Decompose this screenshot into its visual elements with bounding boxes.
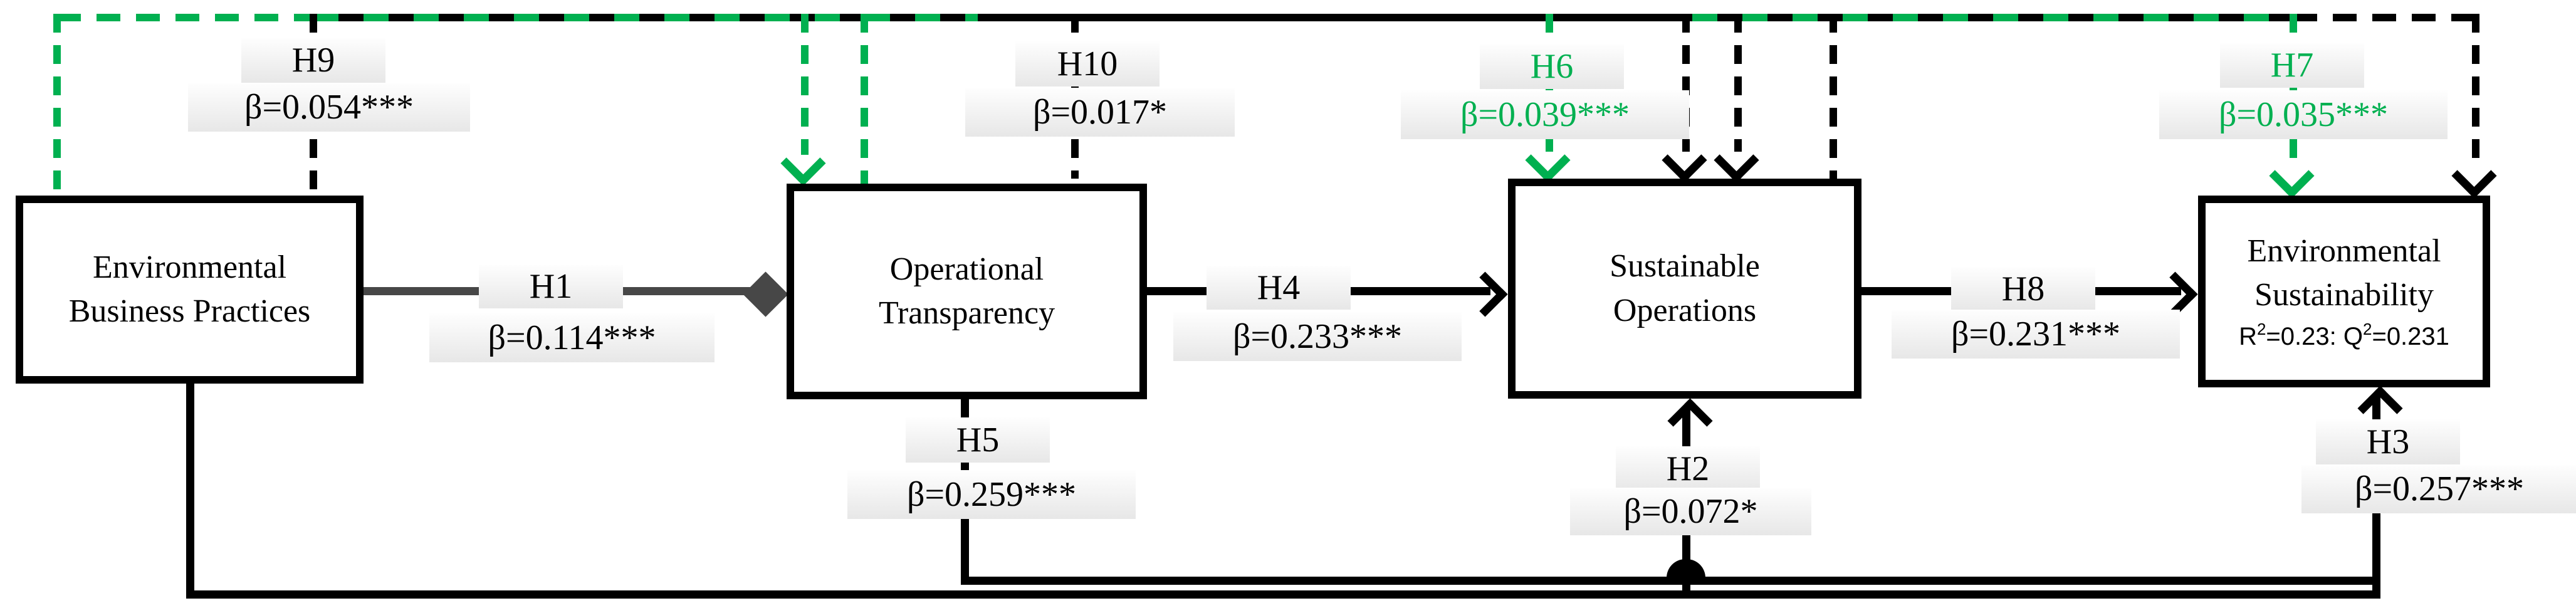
path-h2-label: H2 [1616, 446, 1760, 491]
h4-arrowhead-icon [1462, 271, 1508, 317]
path-h9-label: H9 [241, 38, 385, 83]
so-dashed-source-line [1830, 14, 1837, 179]
path-h4-beta: β=0.233*** [1173, 312, 1462, 361]
r2-q2-statistic: R2=0.23: Q2=0.231 [2239, 319, 2449, 351]
path-h10-beta: β=0.017* [965, 88, 1235, 137]
path-h6-beta: β=0.039*** [1401, 90, 1689, 139]
path-h9-beta: β=0.054*** [188, 83, 470, 132]
h9-green-source-line [53, 14, 61, 196]
path-h8-beta: β=0.231*** [1892, 310, 2180, 359]
line-hop-bump [1667, 559, 1705, 578]
green-dashed-arrow-into-ot [801, 14, 809, 155]
node-title-line: Transparency [878, 295, 1055, 331]
node-title-line: Environmental [2247, 233, 2441, 269]
node-title-line: Sustainability [2254, 277, 2434, 313]
top-dashed-line-mixed-segment [313, 14, 978, 21]
h6-arrowhead-icon [1525, 137, 1571, 183]
node-title-line: Business Practices [68, 293, 311, 329]
path-h6-label: H6 [1480, 44, 1624, 89]
node-box-environmental-business-practices: Environmental Business Practices [16, 196, 364, 384]
path-h3-label: H3 [2316, 419, 2460, 464]
top-dashed-line-green-segment [57, 14, 313, 21]
path-h5-label: H5 [906, 417, 1050, 463]
path-h3-beta: β=0.257*** [2301, 464, 2576, 513]
path-h2-beta: β=0.072* [1570, 488, 1811, 535]
top-dashed-line-dense-segment [978, 14, 1692, 21]
top-dashed-line-mixed-segment [1692, 14, 2293, 21]
black-arrowhead-icon [1714, 137, 1759, 183]
node-box-operational-transparency: Operational Transparency [787, 184, 1147, 399]
path-h10-label: H10 [1015, 41, 1160, 86]
h2-arrowhead-icon [1667, 398, 1713, 444]
bottom-route-line [186, 590, 2380, 599]
black-dashed-arrow-into-so [1734, 14, 1742, 152]
h5-route-line [961, 577, 2372, 585]
path-h7-label: H7 [2220, 43, 2364, 88]
node-title-line: Sustainable [1610, 248, 1760, 285]
node-box-sustainable-operations: Sustainable Operations [1508, 179, 1861, 399]
node-title-line: Operations [1613, 292, 1757, 328]
green-arrowhead-icon [780, 140, 826, 186]
path-h7-beta: β=0.035*** [2159, 90, 2448, 139]
black-arrowhead-icon [2451, 153, 2497, 199]
node-title-line: Operational [889, 251, 1044, 287]
ebp-bottom-stub-line [186, 382, 194, 599]
black-arrowhead-icon [1662, 137, 1707, 183]
path-h5-beta: β=0.259*** [847, 470, 1136, 519]
ot-green-source-line [861, 14, 868, 187]
node-title-line: Environmental [92, 249, 287, 285]
path-h1-beta: β=0.114*** [429, 313, 715, 362]
path-h1-label: H1 [479, 265, 623, 308]
path-h8-label: H8 [1951, 267, 2095, 311]
h7-arrowhead-icon [2269, 153, 2315, 199]
h1-arrowhead-icon [743, 271, 788, 317]
top-dashed-line-black-segment [2293, 14, 2479, 21]
node-box-environmental-sustainability: Environmental Sustainability R2=0.23: Q2… [2198, 196, 2490, 387]
path-h4-label: H4 [1207, 266, 1351, 310]
black-dashed-arrow-into-es [2472, 14, 2479, 167]
